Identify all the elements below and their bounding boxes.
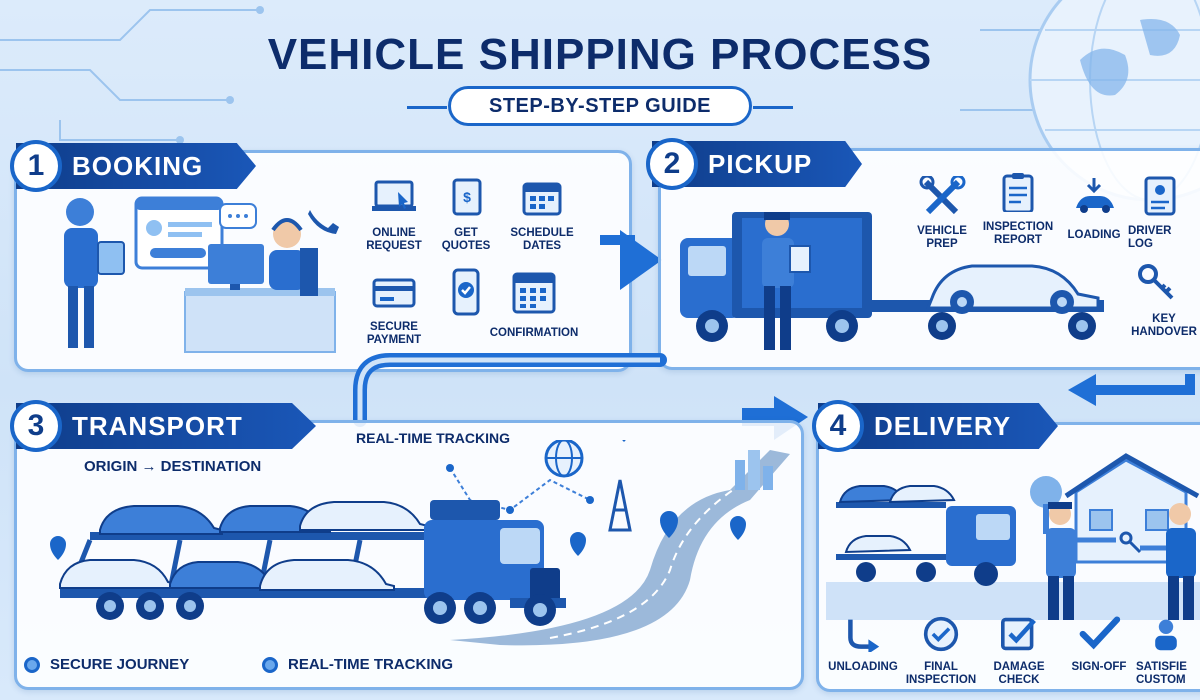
laptop-cursor-icon: [372, 180, 416, 211]
pickup-item-key-handover: KEY HANDOVER: [1128, 262, 1200, 339]
delivery-item-final-inspection: FINAL INSPECTION: [904, 616, 978, 687]
subtitle-badge: STEP-BY-STEP GUIDE: [407, 86, 793, 126]
credit-card-icon: [372, 278, 416, 308]
delivery-item-label: FINAL INSPECTION: [905, 661, 977, 686]
delivery-item-label: UNLOADING: [828, 661, 898, 673]
delivery-item-unloading: UNLOADING: [826, 616, 900, 674]
checkmark-icon: [1079, 616, 1121, 650]
step-title-transport: TRANSPORT: [72, 410, 243, 441]
route-label: ORIGIN → DESTINATION: [84, 458, 262, 475]
legend-dot: [24, 656, 40, 673]
clipboard-icon: [1002, 173, 1034, 214]
keys-icon: [1138, 264, 1174, 300]
pickup-item-label: VEHICLE PREP: [917, 225, 967, 250]
flow-arrow-2-4: [1068, 374, 1195, 406]
pickup-item-label: LOADING: [1067, 229, 1121, 241]
calendar-icon: [522, 182, 562, 216]
delivery-item-sign-off: SIGN-OFF: [1064, 616, 1134, 674]
pickup-item-label: DRIVER LOG: [1128, 225, 1172, 250]
pickup-item-inspection-report: INSPECTION REPORT: [976, 172, 1060, 247]
delivery-item-label: SATISFIE CUSTOM: [1136, 661, 1187, 686]
log-document-icon: [1144, 176, 1176, 216]
booking-item-confirmation: CONFIRMATION: [484, 268, 584, 340]
pickup-item-label: INSPECTION REPORT: [982, 221, 1054, 246]
booking-item-schedule-dates: SCHEDULE DATES: [500, 178, 584, 253]
check-circle-icon: [923, 616, 959, 652]
map-pin-icons: [50, 440, 746, 560]
svg-text:$: $: [463, 189, 471, 205]
calendar-grid-icon: [512, 272, 556, 314]
legend-real-time-tracking: REAL-TIME TRACKING: [262, 656, 453, 673]
step-number-1: 1: [10, 140, 62, 192]
flow-arrow-1-2: [600, 230, 662, 290]
transport-illustration: [50, 440, 790, 646]
step-number-2: 2: [646, 138, 698, 190]
booking-item-label: CONFIRMATION: [489, 327, 579, 339]
booking-item-label: SECURE PAYMENT: [366, 321, 422, 346]
tracking-label: REAL-TIME TRACKING: [356, 430, 510, 446]
step-title-booking: BOOKING: [72, 150, 204, 181]
legend-label: SECURE JOURNEY: [50, 656, 190, 673]
delivery-item-satisfied-customer: SATISFIE CUSTOM: [1136, 616, 1200, 687]
step-title-pickup: PICKUP: [708, 148, 813, 179]
phone-check-icon: [452, 268, 480, 316]
booking-item-secure-payment: SECURE PAYMENT: [358, 272, 430, 347]
booking-item-label: SCHEDULE DATES: [510, 227, 574, 252]
booking-illustration: [64, 196, 339, 353]
flow-connector-2-3: [353, 353, 667, 427]
legend-label: REAL-TIME TRACKING: [288, 656, 453, 673]
step-transport-header: TRANSPORT: [16, 403, 316, 449]
delivery-item-label: SIGN-OFF: [1071, 661, 1127, 673]
step-number-4: 4: [812, 400, 864, 452]
satisfied-customer-icon: [1155, 619, 1177, 651]
booking-item-online-request: ONLINE REQUEST: [358, 178, 430, 253]
pickup-item-loading: LOADING: [1058, 176, 1130, 242]
booking-item-get-quotes: $ GET QUOTES: [430, 178, 502, 253]
delivery-item-label: DAMAGE CHECK: [993, 661, 1045, 686]
pickup-item-label: KEY HANDOVER: [1131, 313, 1197, 338]
checkbox-icon: [1000, 617, 1036, 651]
legend-dot: [262, 656, 278, 673]
legend-secure-journey: SECURE JOURNEY: [24, 656, 189, 673]
step-title-delivery: DELIVERY: [874, 410, 1012, 441]
delivery-illustration: [826, 453, 1200, 620]
unloading-arrow-icon: [848, 619, 880, 654]
pickup-item-vehicle-prep: VEHICLE PREP: [900, 174, 984, 251]
tools-icon: [919, 174, 966, 215]
booking-item-label: ONLINE REQUEST: [366, 227, 422, 252]
quote-document-icon: $: [452, 178, 482, 216]
step-number-3: 3: [10, 400, 62, 452]
car-loading-icon: [1076, 178, 1114, 213]
pickup-item-driver-log: DRIVER LOG: [1128, 176, 1200, 251]
delivery-item-damage-check: DAMAGE CHECK: [982, 616, 1056, 687]
pickup-illustration: [680, 212, 1104, 350]
booking-item-phone: [430, 268, 502, 321]
booking-item-label: GET QUOTES: [441, 227, 491, 252]
page-title: VEHICLE SHIPPING PROCESS: [267, 30, 933, 79]
tracking-globe-icon: [544, 440, 584, 478]
